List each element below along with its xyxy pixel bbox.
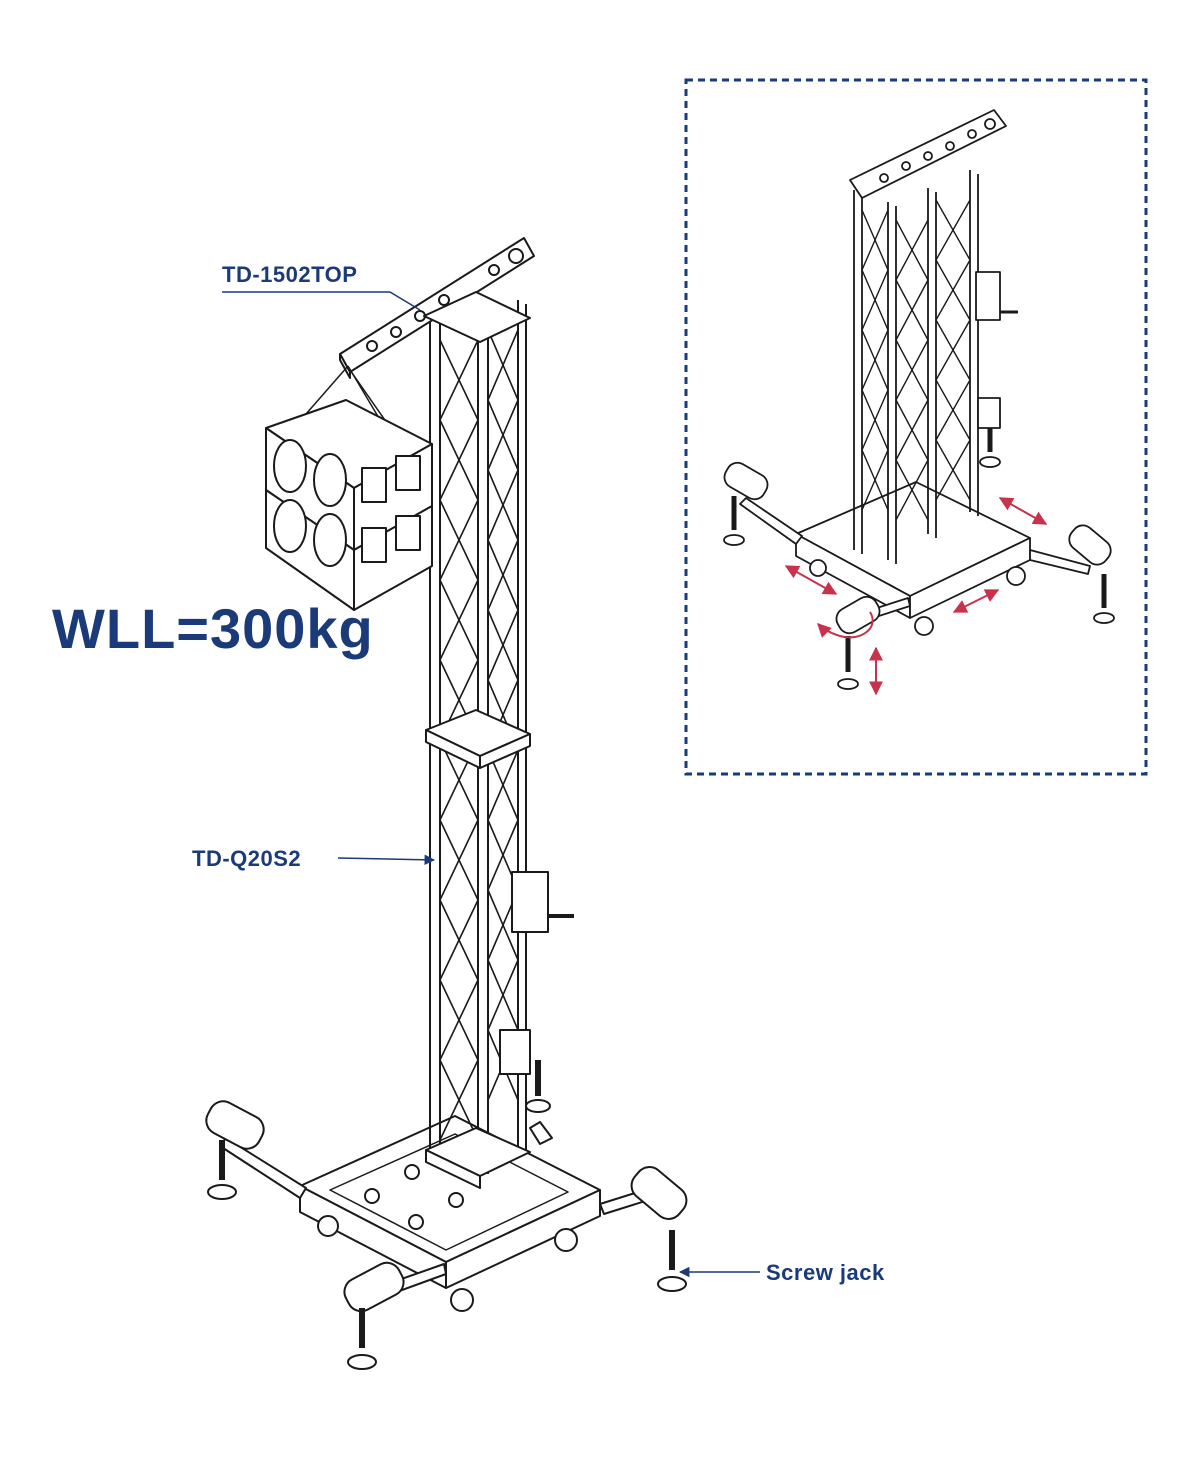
arrow-leg-extend-right [998, 497, 1048, 525]
top-beam [339, 237, 535, 379]
label-screw-jack: Screw jack [766, 1260, 885, 1285]
arrow-leg-rotate [817, 611, 874, 639]
main-tower [205, 237, 688, 1370]
motion-arrows [784, 497, 1048, 696]
label-truss: TD-Q20S2 [192, 846, 302, 871]
arrow-leg-extend-left [784, 565, 838, 595]
speaker-array [265, 365, 433, 611]
inset-frame [684, 78, 1148, 776]
truss-body [425, 300, 574, 1189]
inset-tower [723, 109, 1115, 690]
callout-line-top [222, 291, 421, 311]
label-top-beam: TD-1502TOP [222, 262, 358, 287]
base-frame [205, 1060, 688, 1370]
callout-lines [222, 291, 760, 1278]
arrow-leg-extend-front [952, 589, 1000, 613]
label-wll: WLL=300kg [52, 597, 374, 660]
callout-line-truss [337, 854, 436, 866]
detail-inset [684, 78, 1148, 776]
